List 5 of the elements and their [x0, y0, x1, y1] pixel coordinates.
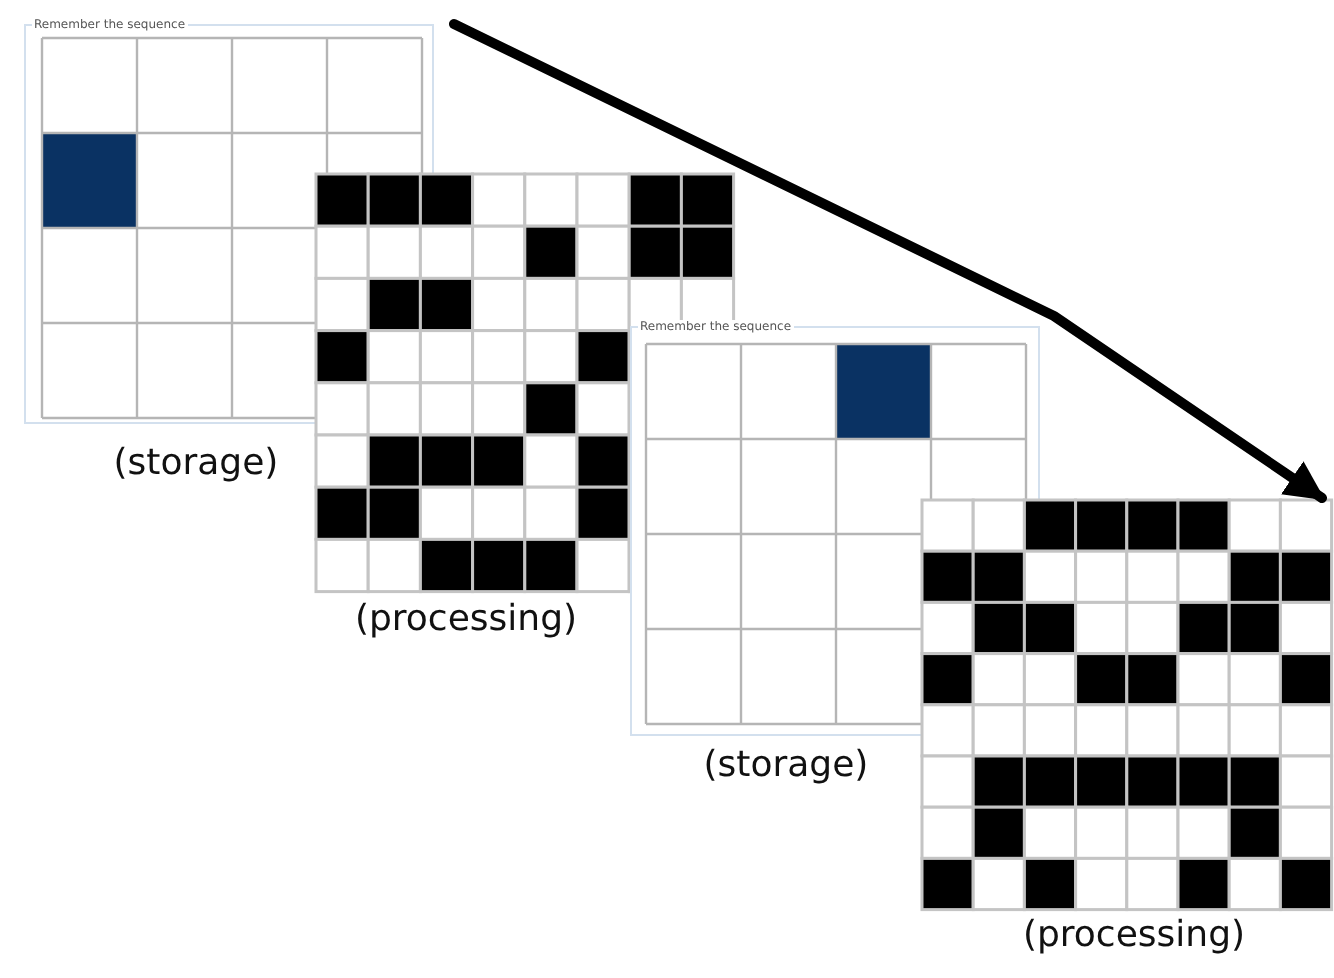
grid-caption: (processing) [1022, 914, 1246, 958]
grid-caption: (storage) [113, 442, 279, 486]
grid-caption: (storage) [703, 744, 869, 788]
arrow [449, 19, 1327, 503]
grid-caption: (processing) [354, 598, 578, 642]
